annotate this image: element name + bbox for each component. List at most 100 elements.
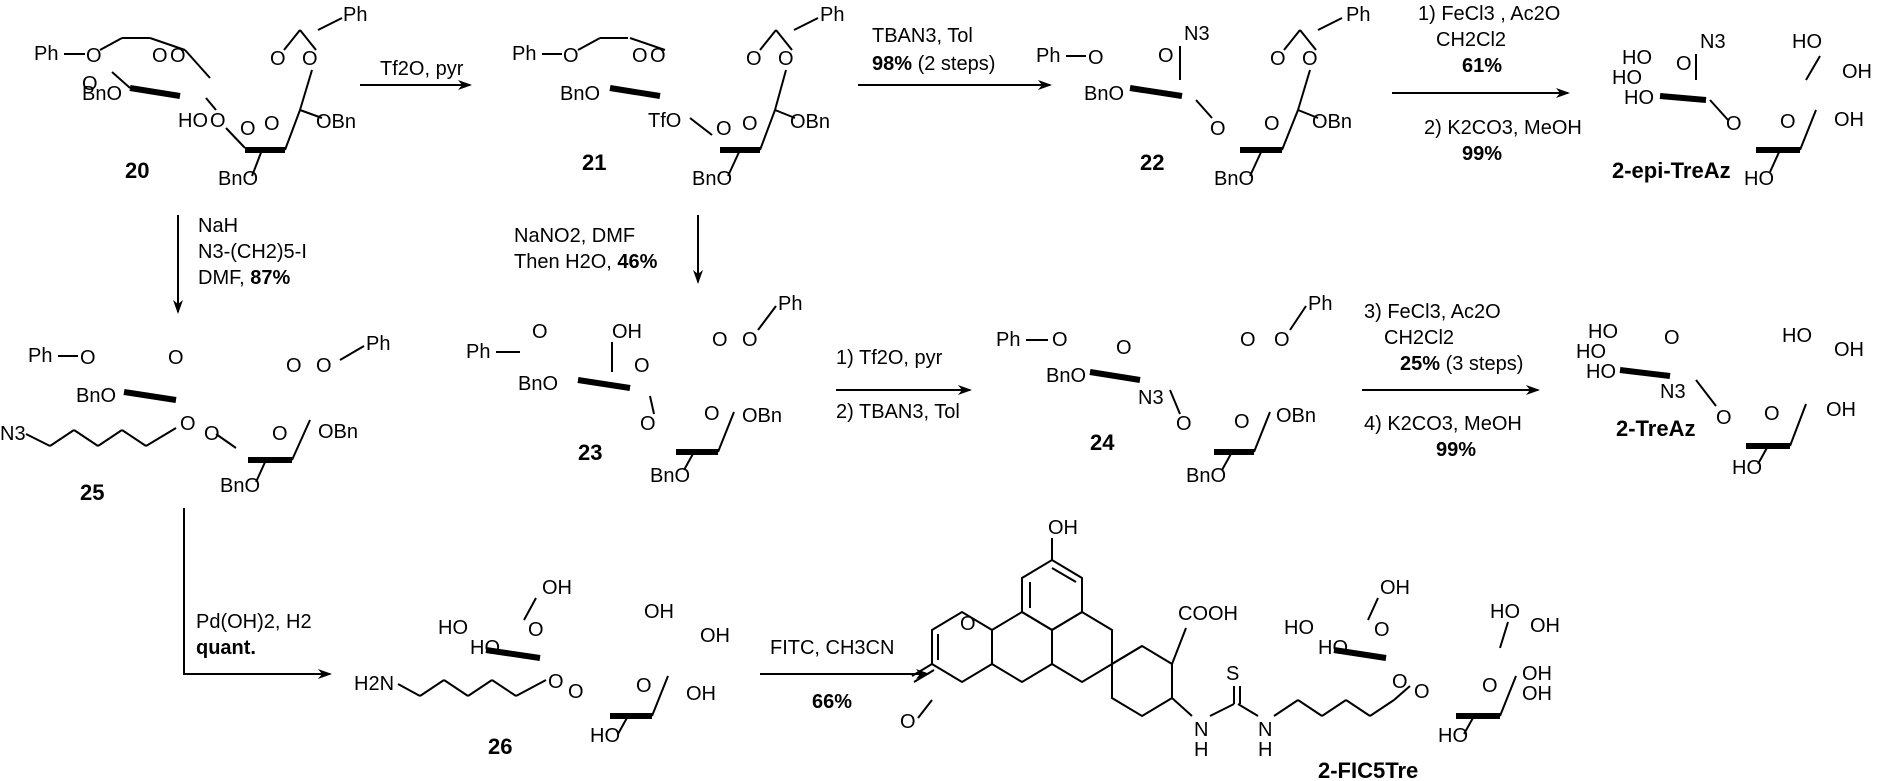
arrow-2-condition-1: TBAN3, Tol (872, 25, 973, 47)
svg-text:OBn: OBn (318, 421, 358, 443)
svg-text:O: O (264, 113, 280, 135)
svg-text:OH: OH (542, 577, 572, 599)
svg-text:OBn: OBn (1276, 405, 1316, 427)
svg-text:HO: HO (1576, 341, 1606, 363)
svg-text:HO: HO (590, 725, 620, 747)
svg-text:N3: N3 (1184, 23, 1210, 45)
svg-text:O: O (270, 48, 286, 70)
svg-text:BnO: BnO (76, 385, 116, 407)
svg-text:O: O (548, 671, 564, 693)
svg-text:O: O (1088, 47, 1104, 69)
compound-20-structure: Ph O O O O BnO HO O O O O O Ph OBn BnO 2… (34, 4, 367, 190)
svg-text:O: O (168, 347, 184, 369)
svg-text:O: O (316, 355, 332, 377)
arrow-6-condition-1: 1) Tf2O, pyr (836, 347, 943, 369)
svg-text:HO: HO (1622, 47, 1652, 69)
compound-label-26: 26 (488, 734, 512, 759)
svg-text:Ph: Ph (34, 43, 58, 65)
compound-label-20: 20 (125, 158, 149, 183)
svg-text:O: O (568, 681, 584, 703)
svg-text:O: O (80, 347, 96, 369)
compound-24-structure: Ph O O BnO N3 O O O O Ph OBn BnO 24 (996, 293, 1332, 487)
svg-text:N3: N3 (1700, 31, 1726, 53)
arrow-3-condition-3: 61% (1462, 55, 1502, 77)
svg-text:O: O (86, 45, 102, 67)
svg-text:O: O (532, 321, 548, 343)
svg-text:BnO: BnO (218, 168, 258, 190)
svg-text:OH: OH (1834, 339, 1864, 361)
svg-text:O: O (1210, 118, 1226, 140)
svg-text:HO: HO (1744, 168, 1774, 190)
svg-text:OH: OH (1834, 109, 1864, 131)
compound-label-22: 22 (1140, 150, 1164, 175)
svg-text:O: O (1664, 327, 1680, 349)
svg-text:OH: OH (1530, 615, 1560, 637)
svg-text:BnO: BnO (220, 475, 260, 497)
arrow-1-condition: Tf2O, pyr (380, 58, 464, 80)
svg-text:O: O (636, 675, 652, 697)
svg-text:N: N (1258, 719, 1272, 741)
svg-text:O: O (1240, 329, 1256, 351)
svg-text:N3: N3 (0, 423, 26, 445)
svg-text:O: O (746, 48, 762, 70)
arrow-7-condition-5: 99% (1436, 439, 1476, 461)
arrow-4-condition-1: NaH (198, 215, 238, 237)
svg-text:Ph: Ph (1346, 4, 1370, 26)
compound-2-treaz-structure: HO HO HO O N3 O O HO OH OH HO 2-TreAz (1576, 321, 1864, 479)
svg-text:O: O (210, 110, 226, 132)
compound-2-epi-treaz-structure: HO HO HO N3 O O O HO OH OH HO 2-epi-TreA… (1612, 31, 1872, 190)
svg-text:O: O (82, 73, 98, 95)
svg-text:O: O (632, 45, 648, 67)
svg-text:O: O (528, 619, 544, 641)
svg-text:O: O (1116, 337, 1132, 359)
svg-text:BnO: BnO (1084, 83, 1124, 105)
svg-text:BnO: BnO (1046, 365, 1086, 387)
svg-text:O: O (640, 413, 656, 435)
svg-text:H2N: H2N (354, 673, 394, 695)
arrow-3-condition-1: 1) FeCl3 , Ac2O (1418, 3, 1560, 25)
svg-text:HO: HO (438, 617, 468, 639)
svg-text:O: O (1176, 413, 1192, 435)
svg-text:OBn: OBn (1312, 111, 1352, 133)
arrow-5-condition-1: NaNO2, DMF (514, 225, 635, 247)
svg-text:BnO: BnO (1186, 465, 1226, 487)
svg-text:O: O (170, 45, 186, 67)
svg-text:OH: OH (1048, 517, 1078, 539)
svg-text:O: O (1676, 53, 1692, 75)
svg-text:HO: HO (1624, 87, 1654, 109)
svg-text:O: O (716, 118, 732, 140)
svg-text:H: H (1194, 739, 1208, 761)
svg-text:O: O (778, 48, 794, 70)
svg-text:O: O (180, 413, 196, 435)
svg-text:HO: HO (1782, 325, 1812, 347)
arrow-4-condition-2: N3-(CH2)5-I (198, 241, 307, 263)
svg-text:Ph: Ph (28, 345, 52, 367)
compound-label-2-epi-treaz: 2-epi-TreAz (1612, 158, 1731, 183)
compound-label-25: 25 (80, 480, 104, 505)
svg-text:OH: OH (1826, 399, 1856, 421)
svg-text:Ph: Ph (343, 4, 367, 26)
svg-text:OH: OH (1522, 663, 1552, 685)
compound-25-structure: Ph O O BnO O O N3 O O O Ph OBn BnO 25 (0, 333, 390, 505)
svg-text:O: O (1302, 48, 1318, 70)
svg-text:O: O (1264, 113, 1280, 135)
compound-23-structure: Ph O OH O BnO O O O O Ph OBn BnO 23 (466, 293, 802, 487)
arrow-3-condition-4: 2) K2CO3, MeOH (1424, 117, 1582, 139)
svg-text:O: O (634, 355, 650, 377)
svg-text:O: O (204, 423, 220, 445)
compound-label-2-fic5tre: 2-FIC5Tre (1318, 758, 1418, 781)
svg-text:Ph: Ph (1036, 45, 1060, 67)
svg-text:O: O (900, 711, 916, 733)
svg-text:O: O (1482, 675, 1498, 697)
svg-text:O: O (704, 403, 720, 425)
svg-text:O: O (712, 329, 728, 351)
svg-text:O: O (1270, 48, 1286, 70)
compound-26-structure: HO HO OH O O O H2N O OH OH OH HO 26 (354, 577, 730, 759)
svg-text:O: O (1726, 113, 1742, 135)
svg-text:S: S (1226, 663, 1239, 685)
arrow-7-condition-1: 3) FeCl3, Ac2O (1364, 301, 1501, 323)
svg-text:O: O (563, 45, 579, 67)
svg-text:Ph: Ph (466, 341, 490, 363)
svg-text:HO: HO (470, 637, 500, 659)
compound-2-fic5tre-structure: OH O O COOH N H S N H HO HO OH (900, 517, 1560, 781)
